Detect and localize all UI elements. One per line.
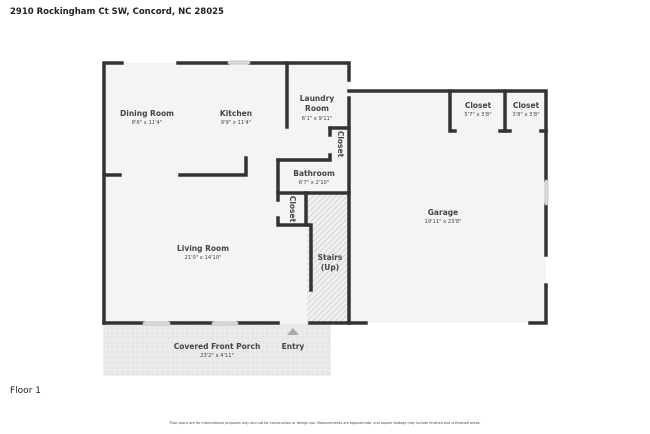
laundry-label-2: Room bbox=[305, 104, 329, 113]
garage-closet-1-label: Closet bbox=[465, 101, 492, 110]
disclaimer: Floor plans are for informational purpos… bbox=[169, 421, 481, 425]
laundry-label-1: Laundry bbox=[300, 94, 335, 103]
laundry-dims: 6'1" x 9'11" bbox=[302, 116, 333, 122]
garage-label: Garage bbox=[428, 208, 458, 217]
laundry-closet-label: Closet bbox=[336, 131, 345, 158]
garage-closet-2-label: Closet bbox=[513, 101, 540, 110]
dining-room-dims: 8'6" x 11'4" bbox=[132, 120, 163, 126]
entry-label: Entry bbox=[282, 342, 305, 351]
garage-dims: 19'11" x 23'8" bbox=[424, 219, 461, 225]
entry-arrow-icon bbox=[287, 328, 299, 335]
porch-label: Covered Front Porch bbox=[174, 342, 261, 351]
living-room-label: Living Room bbox=[177, 244, 229, 253]
stairs-label-2: (Up) bbox=[321, 263, 339, 272]
garage-floor bbox=[349, 92, 546, 323]
stairs-hatch bbox=[307, 193, 348, 323]
floor-label: Floor 1 bbox=[10, 386, 41, 396]
kitchen-dims: 9'9" x 11'4" bbox=[221, 120, 252, 126]
bathroom-label: Bathroom bbox=[293, 169, 335, 178]
garage-closet-2-dims: 3'8" x 3'8" bbox=[512, 112, 539, 118]
bathroom-dims: 6'7" x 2'10" bbox=[299, 180, 330, 186]
hall-closet-label: Closet bbox=[288, 196, 297, 223]
property-address: 2910 Rockingham Ct SW, Concord, NC 28025 bbox=[10, 7, 224, 17]
kitchen-label: Kitchen bbox=[220, 109, 252, 118]
stairs-label-1: Stairs bbox=[318, 253, 343, 262]
dining-room-label: Dining Room bbox=[120, 109, 174, 118]
windows bbox=[142, 60, 549, 326]
walls bbox=[102, 61, 548, 325]
porch-dims: 23'2" x 4'11" bbox=[200, 353, 234, 359]
living-room-dims: 21'0" x 14'10" bbox=[184, 255, 221, 261]
garage-closet-1-dims: 5'7" x 3'8" bbox=[464, 112, 491, 118]
